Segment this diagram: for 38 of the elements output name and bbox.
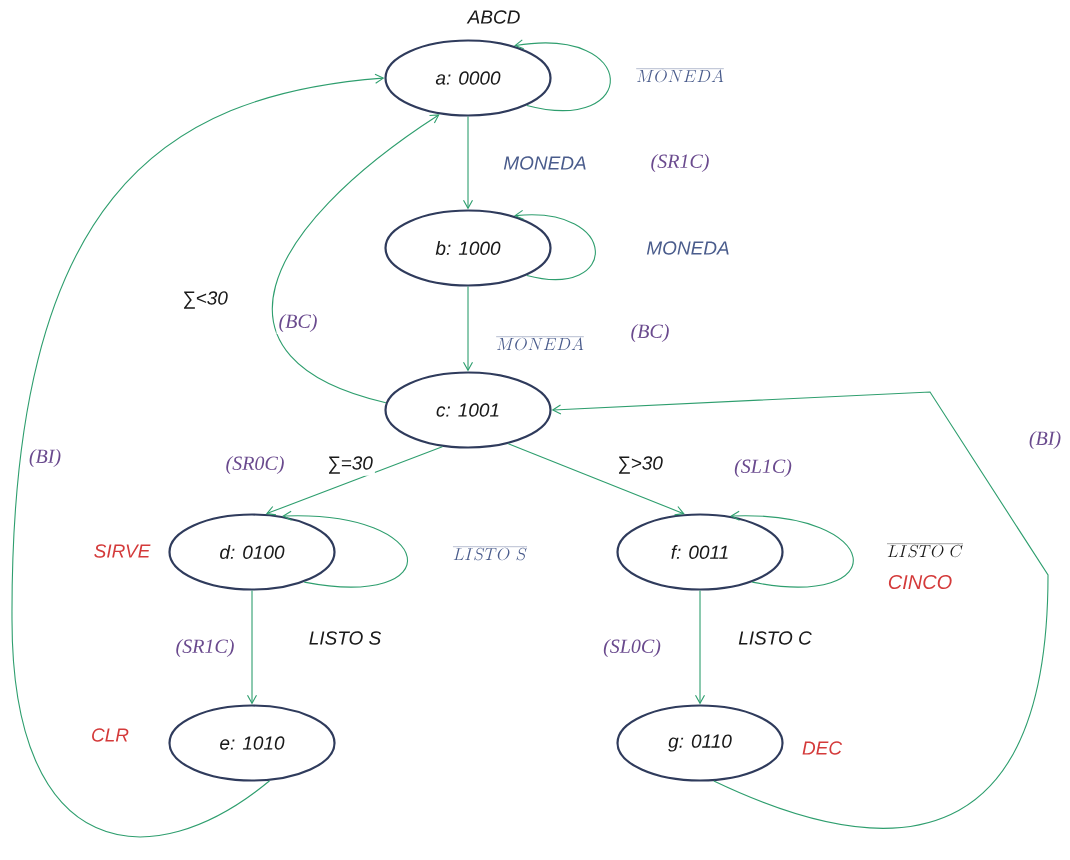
edge-label: ∑>30 <box>615 454 665 476</box>
bit-order-label: ABCD <box>466 10 520 24</box>
action-label: (BC) <box>276 311 320 335</box>
action-label: (SL1C) <box>732 456 794 480</box>
arrow <box>730 510 854 588</box>
output-label: SIRVE <box>94 544 151 558</box>
edge-label: MONEDA <box>644 239 732 257</box>
arrow <box>694 590 706 705</box>
arrow <box>462 286 474 372</box>
output-label: DEC <box>802 741 843 755</box>
arrow <box>11 73 385 838</box>
edge-label: ∑<30 <box>180 289 230 311</box>
arrow <box>507 443 685 516</box>
action-label: (BI) <box>26 446 64 470</box>
action-label: (BC) <box>628 321 672 345</box>
output-label: CLR <box>92 728 129 742</box>
edge-label: $\overline{MONEDA}$ <box>634 66 726 84</box>
action-label: (SR0C) <box>223 453 287 477</box>
action-label: (SR1C) <box>648 151 712 175</box>
edge-label: $\overline{LISTO\ S}$ <box>450 544 530 562</box>
edge-label: LISTO C <box>736 629 814 647</box>
action-label: (SR1C) <box>173 636 237 660</box>
edge-label: ∑=30 <box>325 454 375 476</box>
action-label: (SL0C) <box>601 636 663 660</box>
edge-label: $\overline{LISTO\ C}$ <box>885 541 966 559</box>
arrow <box>514 39 611 111</box>
arrow <box>265 446 443 516</box>
edge-label: $\overline{MONEDA}$ <box>494 334 586 352</box>
edge-label: MONEDA <box>501 154 589 172</box>
output-label: CINCO <box>885 572 955 592</box>
arrow <box>514 209 596 280</box>
arrow <box>271 114 440 404</box>
arrow <box>246 590 258 705</box>
arrow <box>551 391 1049 829</box>
arrow <box>282 510 408 588</box>
action-label: (BI) <box>1026 428 1064 452</box>
arrow <box>462 116 474 210</box>
edge-label: LISTO S <box>306 629 384 647</box>
